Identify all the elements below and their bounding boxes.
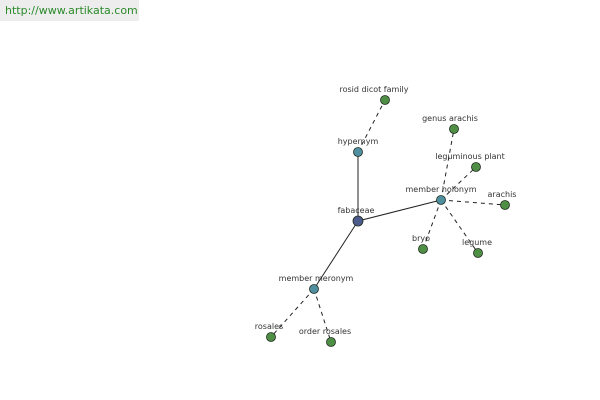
- node-marker-order-rosales[interactable]: [326, 337, 336, 347]
- node-hypernym[interactable]: hypernym: [338, 137, 379, 157]
- node-bryo[interactable]: bryo: [412, 234, 430, 254]
- node-member-meronym[interactable]: member meronym: [279, 274, 354, 294]
- node-rosid-dicot-family[interactable]: rosid dicot family: [340, 85, 409, 105]
- node-label-legume: legume: [462, 238, 492, 247]
- node-marker-member-meronym[interactable]: [309, 284, 319, 294]
- edges-layer: [270, 99, 506, 343]
- source-url-text: http://www.artikata.com: [5, 4, 138, 17]
- node-label-order-rosales: order rosales: [299, 327, 351, 336]
- node-marker-genus-arachis[interactable]: [449, 124, 459, 134]
- node-label-fabaceae: fabaceae: [338, 206, 375, 215]
- node-marker-hypernym[interactable]: [353, 147, 363, 157]
- node-label-hypernym: hypernym: [338, 137, 379, 146]
- edge-fabaceae-to-member-meronym: [313, 220, 359, 290]
- node-label-arachis: arachis: [488, 190, 517, 199]
- node-label-rosales: rosales: [255, 322, 283, 331]
- edge-member-holonym-to-bryo: [422, 199, 442, 250]
- node-marker-fabaceae[interactable]: [352, 215, 364, 227]
- node-legume[interactable]: legume: [462, 238, 492, 258]
- edge-member-meronym-to-rosales: [270, 288, 315, 338]
- node-marker-rosid-dicot-family[interactable]: [380, 95, 390, 105]
- node-label-bryo: bryo: [412, 234, 430, 243]
- node-genus-arachis[interactable]: genus arachis: [422, 114, 478, 134]
- node-marker-leguminous-plant[interactable]: [471, 162, 481, 172]
- node-label-leguminous-plant: leguminous plant: [435, 152, 504, 161]
- source-url-banner: http://www.artikata.com: [0, 0, 139, 21]
- node-rosales[interactable]: rosales: [255, 322, 283, 342]
- node-marker-rosales[interactable]: [266, 332, 276, 342]
- edge-member-meronym-to-order-rosales: [313, 288, 332, 343]
- node-fabaceae[interactable]: fabaceae: [338, 206, 375, 227]
- node-label-genus-arachis: genus arachis: [422, 114, 478, 123]
- node-label-member-holonym: member holonym: [405, 185, 476, 194]
- node-member-holonym[interactable]: member holonym: [405, 185, 477, 205]
- node-marker-bryo[interactable]: [418, 244, 428, 254]
- nodes-layer: fabaceae hypernym member holonym member mer…: [255, 85, 517, 347]
- edge-member-holonym-to-arachis: [440, 199, 506, 206]
- node-order-rosales[interactable]: order rosales: [299, 327, 351, 347]
- edge-member-holonym-to-legume: [440, 199, 479, 254]
- node-marker-arachis[interactable]: [500, 200, 510, 210]
- edge-member-holonym-to-leguminous-plant: [440, 166, 477, 201]
- node-leguminous-plant[interactable]: leguminous plant: [435, 152, 505, 172]
- node-arachis[interactable]: arachis: [488, 190, 517, 210]
- edge-hypernym-to-rosid-dicot-family: [357, 99, 386, 153]
- node-label-rosid-dicot-family: rosid dicot family: [340, 85, 409, 94]
- edge-fabaceae-to-member-holonym: [357, 199, 442, 222]
- node-marker-member-holonym[interactable]: [436, 195, 446, 205]
- node-label-member-meronym: member meronym: [279, 274, 354, 283]
- node-marker-legume[interactable]: [473, 248, 483, 258]
